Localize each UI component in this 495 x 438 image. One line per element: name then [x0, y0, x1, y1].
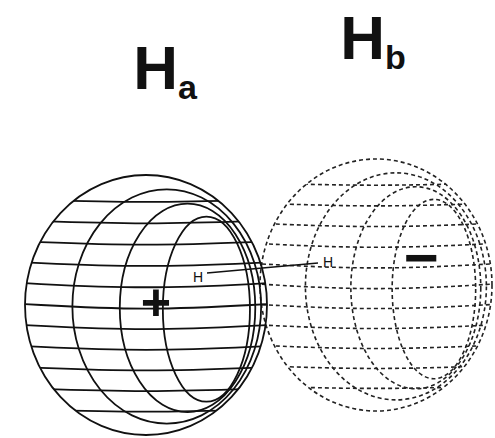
- latitude-line: [20, 262, 272, 266]
- electron-cloud-a: [20, 175, 272, 435]
- electron-cloud-b: [255, 159, 495, 411]
- electron-cloud: HbH −: [255, 0, 493, 415]
- latitude-line: [20, 241, 272, 244]
- latitude-line: [255, 325, 495, 329]
- charge-sign: +: [141, 276, 171, 328]
- latitude-line: [255, 243, 495, 247]
- latitude-line: [255, 284, 495, 289]
- atom-heading: Ha: [133, 37, 197, 99]
- latitude-line: [255, 386, 495, 388]
- atom-heading: Hb: [340, 7, 406, 69]
- sphere-outline: [25, 175, 267, 435]
- meridian-line: [351, 187, 481, 389]
- electron-cloud: HaH +: [20, 10, 275, 435]
- latitude-line: [255, 203, 495, 206]
- latitude-line: [20, 409, 272, 411]
- latitude-line: [255, 345, 495, 348]
- charge-sign: −: [403, 228, 438, 288]
- latitude-line: [255, 366, 495, 369]
- atom-symbol: H: [323, 255, 333, 269]
- latitude-line: [255, 183, 495, 185]
- latitude-line: [20, 367, 272, 370]
- sphere-outline: [260, 159, 492, 411]
- latitude-line: [20, 200, 272, 202]
- bond-line: [207, 263, 318, 273]
- atom-symbol: H: [193, 270, 203, 284]
- latitude-line: [20, 220, 272, 223]
- latitude-line: [255, 223, 495, 226]
- latitude-line: [20, 346, 272, 350]
- latitude-line: [20, 388, 272, 391]
- latitude-line: [255, 304, 495, 308]
